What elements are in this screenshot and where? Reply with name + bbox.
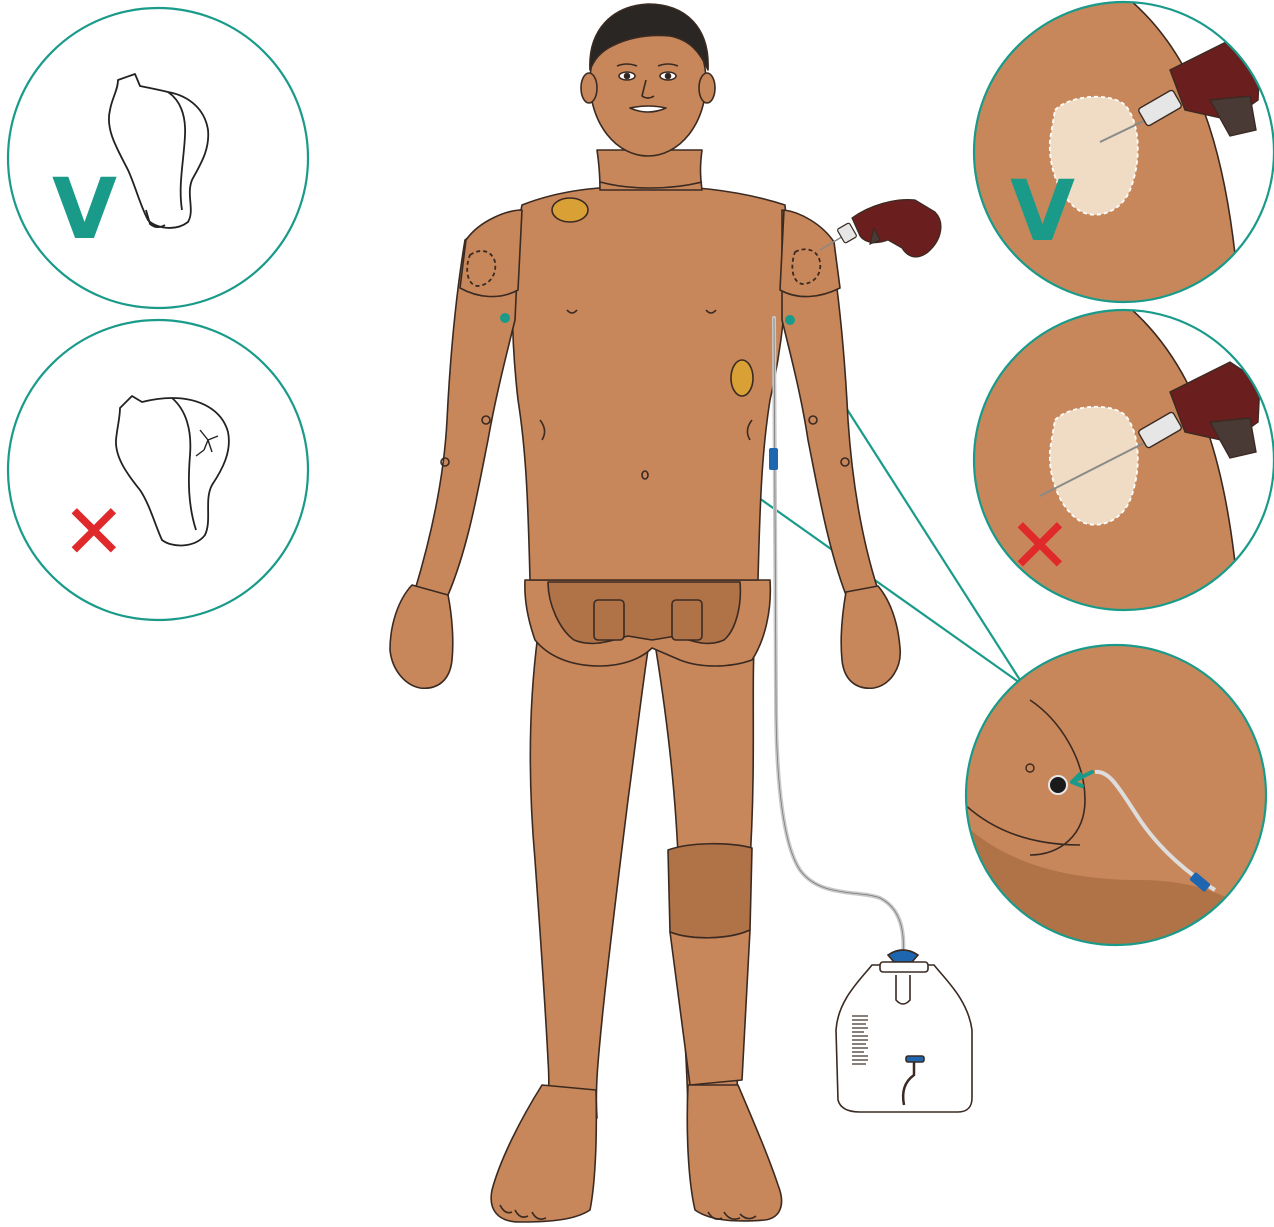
manikin-figure (390, 4, 900, 1222)
callout-correct-injection: V (970, 0, 1274, 310)
callout-port-detail (960, 640, 1274, 960)
chest-pad-upper (552, 198, 588, 222)
callout-wrong-injection: ✕ (970, 308, 1274, 618)
pelvis-plate (548, 582, 740, 643)
right-shoulder-cap (780, 210, 840, 297)
left-hand (390, 585, 453, 688)
shoulder-port (1049, 776, 1067, 794)
pelvis-port-left (594, 600, 624, 640)
injection-gun (820, 200, 941, 257)
anchor-dot-left (500, 313, 510, 323)
callout-wrong-bladder: ✕ (8, 320, 308, 620)
left-ear (581, 73, 597, 103)
left-leg (530, 620, 648, 1118)
right-ear (699, 73, 715, 103)
correct-mark: V (52, 160, 117, 258)
intact-bladder-piece-icon (109, 74, 208, 228)
tube-connector (769, 448, 778, 470)
correct-mark: V (1010, 162, 1075, 260)
drainage-bag (836, 950, 972, 1112)
right-shin (670, 930, 750, 1085)
right-hand (841, 586, 900, 688)
chest-pad-side (731, 360, 753, 396)
cracked-bladder-piece-icon (116, 396, 229, 545)
right-foot (687, 1085, 781, 1221)
anchor-dot-right (785, 315, 795, 325)
wrong-mark: ✕ (1008, 501, 1072, 590)
bag-hanger (888, 950, 918, 962)
knee-pad (668, 844, 752, 938)
callout-correct-bladder: V (8, 8, 308, 308)
pelvis-port-right (672, 600, 702, 640)
wrong-mark: ✕ (62, 487, 126, 576)
left-foot (491, 1085, 596, 1222)
left-shoulder-cap (460, 210, 522, 297)
